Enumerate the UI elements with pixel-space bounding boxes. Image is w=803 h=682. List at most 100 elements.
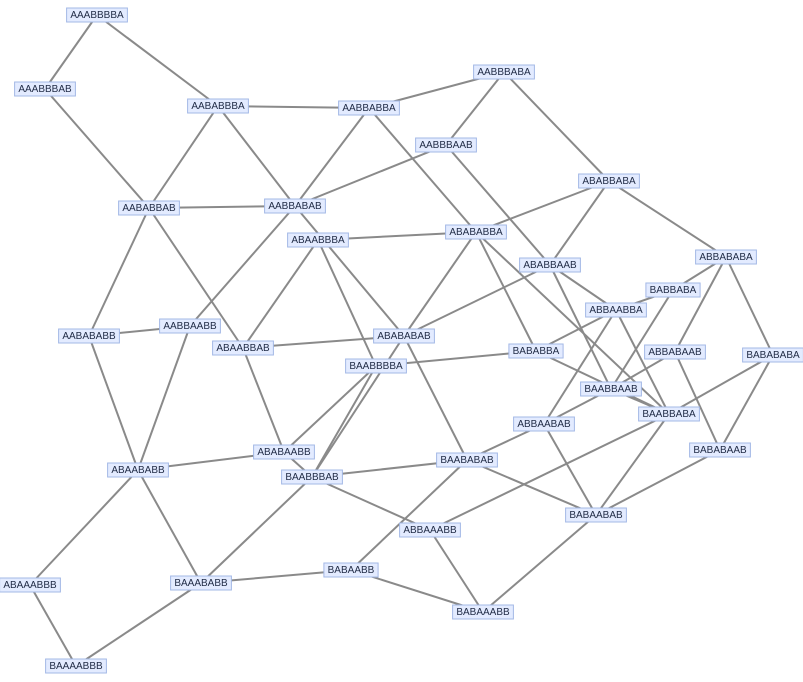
node-box	[187, 98, 249, 114]
node-ABABBABA[interactable]: ABABBABA	[578, 173, 640, 189]
edge-BABBABA-BAABBAAB	[610, 289, 674, 390]
node-box	[338, 100, 400, 116]
node-label: ABBABABA	[699, 252, 753, 263]
node-label: ABBABAAB	[648, 347, 702, 358]
node-label: AABBBABA	[477, 67, 531, 78]
edge-AABBBAAB-AABBABAB	[294, 144, 447, 207]
edge-AABABBAB-ABAABBAB	[148, 207, 244, 349]
edge-AABBAABB-ABAABABB	[137, 325, 191, 471]
node-BAABBBAB[interactable]: BAABBBAB	[281, 469, 343, 485]
node-label: AABBBAAB	[419, 140, 473, 151]
node-AABBABAB[interactable]: AABBABAB	[264, 198, 326, 214]
node-label: BABAABAB	[569, 510, 623, 521]
node-box	[0, 577, 61, 593]
edge-BAAABABB-BAAAABBB	[75, 582, 202, 667]
node-BABAABB[interactable]: BABAABB	[323, 562, 379, 578]
node-AAABBBBA[interactable]: AAABBBBA	[66, 7, 128, 23]
node-label: BAABBBAB	[285, 472, 339, 483]
node-ABAAABBB[interactable]: ABAAABBB	[0, 577, 61, 593]
node-ABABABAB[interactable]: ABABABAB	[373, 328, 435, 344]
node-box	[473, 64, 535, 80]
node-box	[118, 200, 180, 216]
edge-AABBABBA-ABABABBA	[368, 107, 477, 233]
node-label: ABABABBA	[449, 227, 503, 238]
edge-ABAAABBB-BAAAABBB	[29, 584, 77, 667]
edge-AABABBBA-AABBABAB	[217, 105, 296, 207]
node-box	[508, 343, 564, 359]
edge-BABABABA-BABABAAB	[719, 354, 774, 451]
node-box	[212, 340, 274, 356]
edge-AAABBBBA-AABABBBA	[96, 14, 219, 107]
node-ABBAABBA[interactable]: ABBAABBA	[585, 302, 647, 318]
node-ABAABBBA[interactable]: ABAABBBA	[287, 232, 349, 248]
edge-ABAABABB-ABAAABBB	[29, 469, 139, 586]
edge-ABABBABA-ABBABABA	[608, 180, 727, 258]
node-box	[345, 358, 407, 374]
node-label: ABABBAAB	[523, 260, 577, 271]
node-ABABABBA[interactable]: ABABABBA	[445, 224, 507, 240]
node-AAABBBAB[interactable]: AAABBBAB	[14, 81, 76, 97]
node-AABBABBA[interactable]: AABBABBA	[338, 100, 400, 116]
node-BABABABA[interactable]: BABABABA	[742, 347, 803, 363]
node-BAAAABBB[interactable]: BAAAABBB	[45, 658, 107, 674]
edge-AAABBBBA-AAABBBAB	[44, 14, 98, 90]
node-label: AABBABBA	[342, 103, 396, 114]
node-BABAAABB[interactable]: BABAAABB	[452, 604, 514, 620]
node-label: AABBABAB	[268, 201, 322, 212]
node-label: BAABBABA	[642, 409, 696, 420]
node-ABABAABB[interactable]: ABABAABB	[253, 444, 315, 460]
edge-ABAABBAB-ABABAABB	[242, 347, 285, 453]
edge-ABAABBBA-ABAABBAB	[242, 239, 319, 349]
node-BAAABABB[interactable]: BAAABABB	[170, 575, 232, 591]
node-ABAABBAB[interactable]: ABAABBAB	[212, 340, 274, 356]
node-box	[689, 442, 751, 458]
node-BAABBABA[interactable]: BAABBABA	[638, 406, 700, 422]
node-ABBABAAB[interactable]: ABBABAAB	[644, 344, 706, 360]
node-BABBABA[interactable]: BABBABA	[645, 282, 701, 298]
node-BABABBA[interactable]: BABABBA	[508, 343, 564, 359]
edge-AABBBABA-AABBBAAB	[445, 71, 505, 146]
node-box	[644, 344, 706, 360]
node-box	[170, 575, 232, 591]
node-BABABAAB[interactable]: BABABAAB	[689, 442, 751, 458]
node-box	[45, 658, 107, 674]
edge-AABBABBA-AABBABAB	[294, 107, 370, 207]
edge-BABAABAB-BABAAABB	[482, 514, 597, 613]
node-ABAABABB[interactable]: ABAABABB	[107, 462, 169, 478]
node-ABBABABA[interactable]: ABBABABA	[695, 249, 757, 265]
node-box	[14, 81, 76, 97]
node-box	[415, 137, 477, 153]
edge-ABABBAAB-ABABABAB	[403, 264, 551, 337]
node-AABABABB[interactable]: AABABABB	[58, 328, 120, 344]
node-box	[373, 328, 435, 344]
node-label: BAABBBBA	[349, 361, 403, 372]
node-AABBAABB[interactable]: AABBAABB	[159, 318, 221, 334]
node-box	[445, 224, 507, 240]
node-ABABBAAB[interactable]: ABABBAAB	[519, 257, 581, 273]
node-label: ABABBABA	[582, 176, 636, 187]
node-AABABBAB[interactable]: AABABBAB	[118, 200, 180, 216]
edge-ABBAAABB-BAABBABA	[429, 413, 670, 531]
node-ABBAAABB[interactable]: ABBAAABB	[399, 522, 461, 538]
node-AABABBBA[interactable]: AABABBBA	[187, 98, 249, 114]
edge-ABAABBBA-BAABBBBA	[317, 239, 377, 367]
node-AABBBAAB[interactable]: AABBBAAB	[415, 137, 477, 153]
node-box	[585, 302, 647, 318]
node-ABBAABAB[interactable]: ABBAABAB	[513, 416, 575, 432]
node-box	[264, 198, 326, 214]
edge-BAABBBAB-BAAABABB	[200, 476, 313, 584]
node-AABBBABA[interactable]: AABBBABA	[473, 64, 535, 80]
node-label: BABAABB	[328, 565, 375, 576]
node-box	[281, 469, 343, 485]
edge-ABBABABA-BABABABA	[725, 256, 774, 356]
node-box	[452, 604, 514, 620]
node-BAABBAAB[interactable]: BAABBAAB	[580, 381, 642, 397]
node-BABAABAB[interactable]: BABAABAB	[565, 507, 627, 523]
node-BAABABAB[interactable]: BAABABAB	[436, 452, 498, 468]
node-BAABBBBA[interactable]: BAABBBBA	[345, 358, 407, 374]
node-box	[287, 232, 349, 248]
node-label: BABAAABB	[456, 607, 510, 618]
node-box	[742, 347, 803, 363]
node-box	[513, 416, 575, 432]
